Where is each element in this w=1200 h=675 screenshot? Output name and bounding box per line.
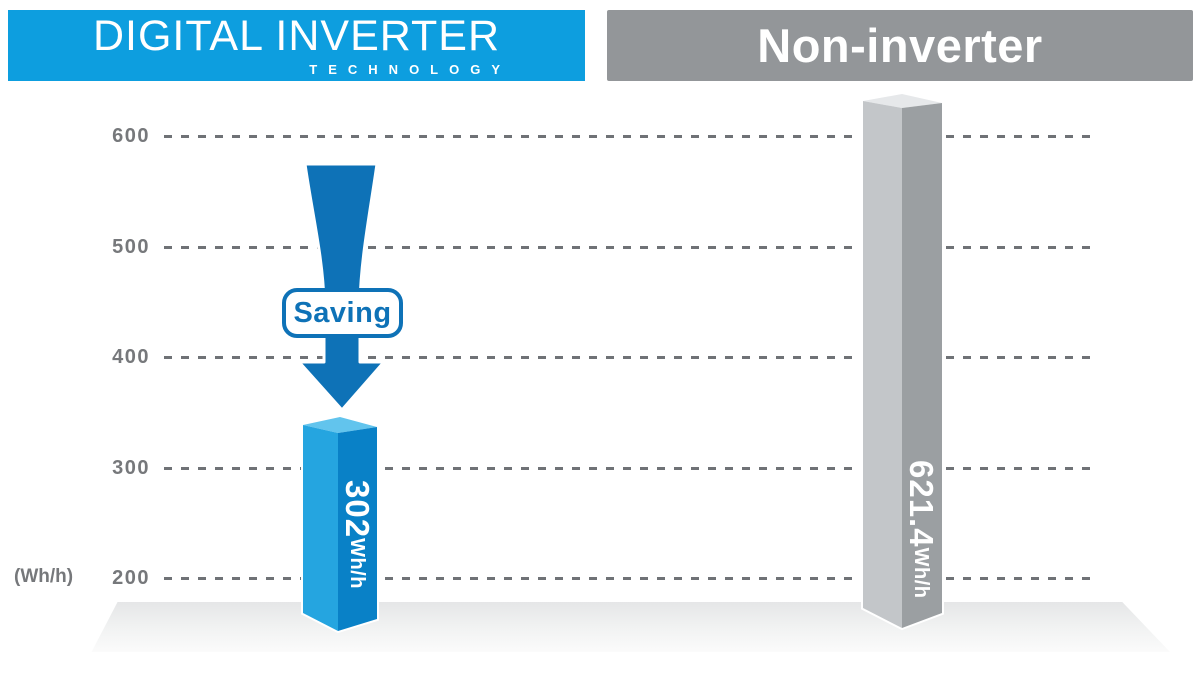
inverter-subtitle: TECHNOLOGY bbox=[309, 61, 512, 77]
gridline-300 bbox=[164, 467, 1093, 470]
inverter-bar-top-face bbox=[303, 417, 377, 433]
ytick-300: 300 bbox=[112, 457, 150, 479]
saving-badge-label: Saving bbox=[293, 296, 392, 329]
non-inverter-value-unit: Wh/h bbox=[910, 547, 932, 599]
non-inverter-header: Non-inverter bbox=[607, 10, 1193, 81]
ytick-500: 500 bbox=[112, 236, 150, 258]
inverter-bar-right-face bbox=[338, 427, 377, 631]
down-arrow-shape bbox=[297, 162, 386, 412]
gridline-600 bbox=[164, 135, 1093, 138]
non-inverter-bar-left-face bbox=[863, 101, 902, 628]
non-inverter-title: Non-inverter bbox=[757, 19, 1043, 72]
inverter-header: DIGITAL INVERTER TECHNOLOGY bbox=[8, 10, 585, 81]
ytick-200: 200 bbox=[112, 567, 150, 589]
inverter-bar-value: 302Wh/h bbox=[339, 480, 376, 589]
inverter-title: DIGITAL INVERTER bbox=[92, 12, 501, 61]
non-inverter-value-number: 621.4 bbox=[903, 460, 940, 548]
saving-badge: Saving bbox=[282, 288, 403, 338]
ytick-600: 600 bbox=[112, 125, 150, 147]
gridline-500 bbox=[164, 246, 1093, 249]
inverter-value-number: 302 bbox=[339, 480, 376, 539]
y-axis-unit-label: (Wh/h) bbox=[14, 566, 74, 587]
floor-platform bbox=[91, 602, 1170, 652]
non-inverter-bar-top-face bbox=[863, 94, 942, 108]
non-inverter-bar bbox=[861, 91, 944, 631]
inverter-header-text: DIGITAL INVERTER TECHNOLOGY bbox=[92, 12, 501, 77]
inverter-value-unit: Wh/h bbox=[346, 538, 368, 589]
non-inverter-bar-value: 621.4Wh/h bbox=[903, 460, 940, 599]
non-inverter-bar-right-face bbox=[902, 103, 942, 628]
inverter-bar bbox=[301, 414, 379, 634]
ytick-400: 400 bbox=[112, 346, 150, 368]
saving-arrow-icon bbox=[297, 162, 386, 412]
gridline-400 bbox=[164, 356, 1093, 359]
inverter-bar-left-face bbox=[303, 425, 338, 631]
gridline-200 bbox=[164, 577, 1093, 580]
